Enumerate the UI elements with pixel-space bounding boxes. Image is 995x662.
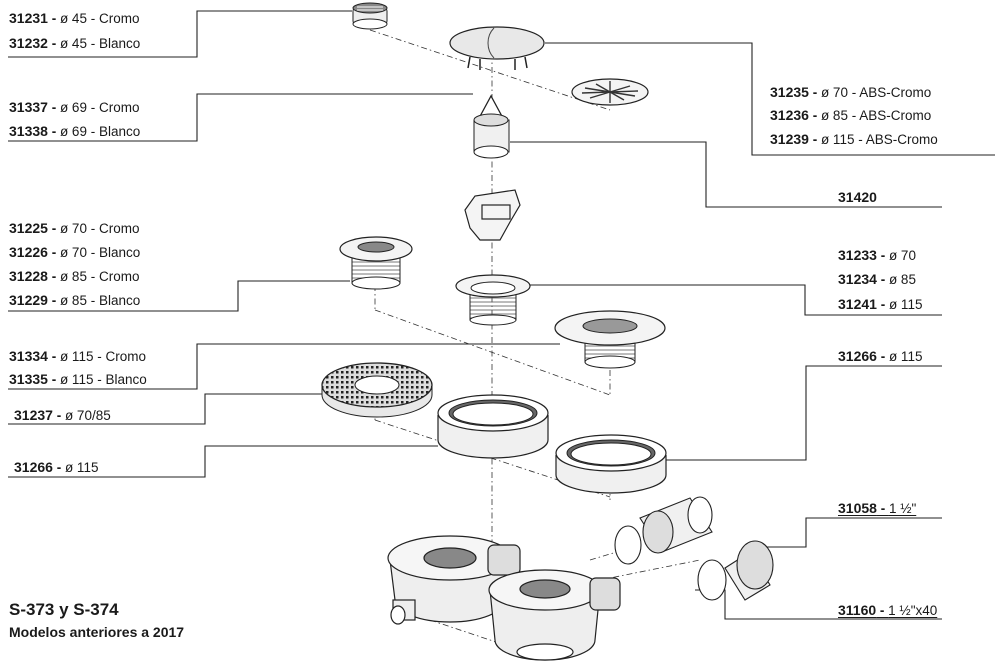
flange-small [455, 274, 531, 326]
label-31234: 31234 - ø 85 [838, 271, 916, 287]
label-31235: 31235 - ø 70 - ABS-Cromo [770, 84, 932, 100]
label-31236: 31236 - ø 85 - ABS-Cromo [770, 107, 932, 123]
siphon-core [473, 94, 510, 159]
label-31338: 31338 - ø 69 - Blanco [9, 123, 141, 139]
small-grid-cap [352, 2, 388, 30]
label-31335: 31335 - ø 115 - Blanco [9, 371, 147, 387]
model-subtitle: Modelos anteriores a 2017 [9, 624, 185, 640]
label-31226: 31226 - ø 70 - Blanco [9, 244, 141, 260]
label-31229: 31229 - ø 85 - Blanco [9, 292, 141, 308]
flange-70-85 [339, 236, 413, 290]
label-31228: 31228 - ø 85 - Cromo [9, 268, 140, 284]
adapter-ring-left [437, 394, 549, 459]
grid-ring [321, 362, 433, 418]
label-31225: 31225 - ø 70 - Cromo [9, 220, 140, 236]
label-31420: 31420 [838, 189, 877, 205]
pipe-connector-lower [697, 540, 774, 601]
siphon-bodies [387, 535, 621, 661]
label-31241: 31241 - ø 115 [838, 296, 923, 312]
label-31334: 31334 - ø 115 - Cromo [9, 348, 146, 364]
label-31237: 31237 - ø 70/85 [14, 407, 111, 423]
label-31231: 31231 - ø 45 - Cromo [9, 10, 140, 26]
label-31266-right: 31266 - ø 115 [838, 348, 923, 364]
label-31232: 31232 - ø 45 - Blanco [9, 35, 141, 51]
label-31233: 31233 - ø 70 [838, 247, 916, 263]
clip-bracket [464, 189, 521, 241]
label-31266-left: 31266 - ø 115 [14, 459, 99, 475]
label-31160: 31160 - 1 ½"x40 [838, 602, 938, 618]
flange-115 [554, 310, 666, 369]
adapter-ring-right [555, 434, 667, 494]
label-31239: 31239 - ø 115 - ABS-Cromo [770, 131, 938, 147]
pipe-connector-upper [614, 496, 713, 565]
dome-cover [449, 26, 545, 70]
model-title: S-373 y S-374 [9, 600, 119, 619]
star-grill [571, 78, 649, 106]
label-31337: 31337 - ø 69 - Cromo [9, 99, 140, 115]
label-31058: 31058 - 1 ½" [838, 500, 917, 516]
